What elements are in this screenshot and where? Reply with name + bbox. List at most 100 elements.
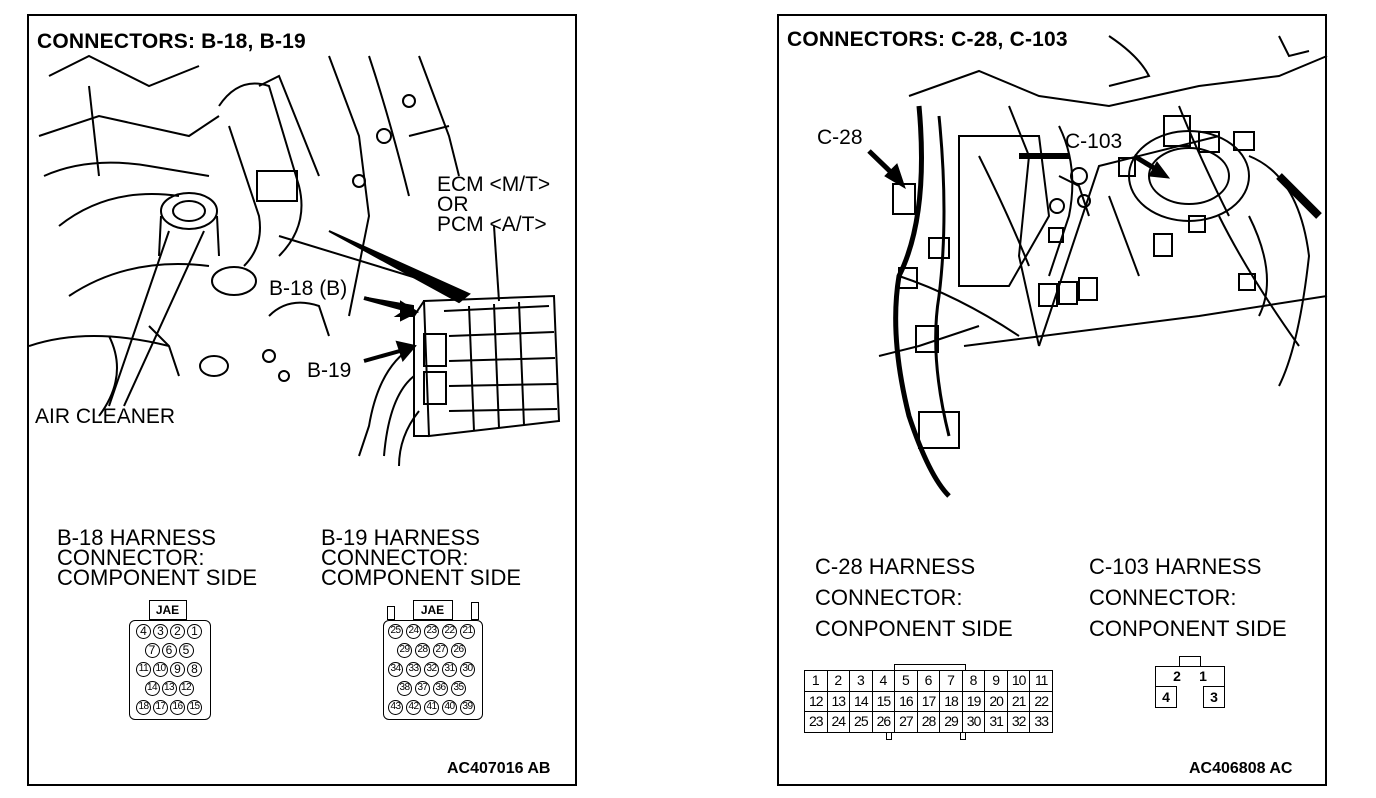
c103-key <box>1179 656 1201 666</box>
b19-pin: 37 <box>415 681 430 696</box>
c28-header: C-28 HARNESS CONNECTOR: CONPONENT SIDE <box>815 554 1013 641</box>
b19-body <box>383 620 483 720</box>
b18-header: B-18 HARNESS CONNECTOR: COMPONENT SIDE <box>57 525 258 590</box>
figure-code: AC406808 AC <box>1189 760 1293 777</box>
b18-pin: 3 <box>153 624 168 639</box>
b19-pin: 21 <box>460 624 475 639</box>
b19-pin: 41 <box>424 700 439 715</box>
b18-key: JAE <box>149 600 187 620</box>
c28-pin: 25 <box>849 711 873 733</box>
label-c28: C-28 <box>817 126 863 149</box>
figure-code: AC407016 AB <box>447 760 551 777</box>
c28-pin: 26 <box>871 711 896 733</box>
c28-pin: 1 <box>804 670 828 692</box>
b18-pin: 12 <box>178 681 194 696</box>
c28-pin: 33 <box>1029 711 1053 733</box>
c28-pin: 27 <box>894 711 918 733</box>
b19-pin: 43 <box>388 700 403 715</box>
c28-pin: 18 <box>939 690 963 713</box>
c28-key-bottom-right <box>960 732 966 740</box>
b19-pin: 38 <box>397 681 412 696</box>
b19-pin: 30 <box>460 662 475 677</box>
c103-header: C-103 HARNESS CONNECTOR: CONPONENT SIDE <box>1089 554 1287 641</box>
b19-latch-right <box>471 602 479 620</box>
label-c103: C-103 <box>1065 130 1123 153</box>
panel-title: CONNECTORS: B-18, B-19 <box>37 30 306 53</box>
b19-pin: 25 <box>388 624 403 639</box>
b18-pin: 16 <box>170 700 185 715</box>
b18-pin: 17 <box>153 700 168 715</box>
b19-pin: 29 <box>397 643 412 658</box>
b18-pin: 10 <box>153 662 168 677</box>
c28-key-bottom-left <box>886 732 892 740</box>
c28-pin: 30 <box>961 711 986 733</box>
engine-bay-illustration <box>29 54 561 467</box>
b18-pin: 1 <box>187 624 202 639</box>
b19-pin: 22 <box>442 624 457 639</box>
b18-pin: 14 <box>144 681 160 696</box>
b19-pin: 27 <box>433 643 448 658</box>
label-b18: B-18 (B) <box>269 277 348 300</box>
c28-pin: 7 <box>939 670 963 692</box>
c103-pin-2: 2 <box>1167 668 1187 686</box>
label-pcm: PCM <A/T> <box>437 213 547 236</box>
c28-pin: 13 <box>826 690 851 713</box>
b19-pin: 31 <box>442 662 457 677</box>
b19-pin: 36 <box>433 681 448 696</box>
c28-pin: 15 <box>871 690 896 713</box>
c28-pin: 9 <box>984 670 1008 692</box>
c28-key-top <box>894 664 966 670</box>
c28-pin: 19 <box>961 690 986 713</box>
b19-header: B-19 HARNESS CONNECTOR: COMPONENT SIDE <box>321 525 522 590</box>
b19-jae-label: JAE <box>420 603 445 617</box>
c28-pin: 31 <box>984 711 1008 733</box>
c28-pin: 24 <box>826 711 851 733</box>
b18-pin: 11 <box>136 662 151 677</box>
b19-pin: 23 <box>424 624 439 639</box>
b19-pin: 24 <box>406 624 421 639</box>
b18-pin: 6 <box>161 643 177 658</box>
c28-pin: 16 <box>894 690 918 713</box>
c28-pin: 3 <box>849 670 873 692</box>
panel-title: CONNECTORS: C-28, C-103 <box>787 28 1068 51</box>
b18-pin: 4 <box>136 624 151 639</box>
c28-pin: 28 <box>916 711 941 733</box>
c28-pin: 21 <box>1006 690 1031 713</box>
b19-pin: 34 <box>388 662 403 677</box>
c28-pin: 8 <box>961 670 986 692</box>
dashboard-illustration <box>867 35 1328 498</box>
c28-pin: 11 <box>1029 670 1053 692</box>
c103-pin-3: 3 <box>1203 686 1225 708</box>
c28-pin: 10 <box>1006 670 1031 692</box>
c103-connector: 2 1 4 3 <box>1155 656 1225 716</box>
b19-pin: 39 <box>460 700 475 715</box>
c28-pin: 6 <box>916 670 941 692</box>
label-air-cleaner: AIR CLEANER <box>35 405 176 428</box>
c28-pin: 32 <box>1006 711 1031 733</box>
c28-pin: 29 <box>939 711 963 733</box>
label-ecm: ECM <M/T> <box>437 173 551 196</box>
b18-pin: 13 <box>161 681 177 696</box>
label-b19: B-19 <box>307 359 352 382</box>
b18-pin: 15 <box>187 700 202 715</box>
b19-latch-left <box>387 606 395 620</box>
b18-pin: 9 <box>170 662 185 677</box>
b18-pin: 5 <box>178 643 194 658</box>
b19-pin: 26 <box>451 643 466 658</box>
c103-pin-4: 4 <box>1155 686 1177 708</box>
c28-pin: 4 <box>871 670 896 692</box>
c28-pin: 5 <box>894 670 918 692</box>
c28-pin: 14 <box>849 690 873 713</box>
c103-pin-1: 1 <box>1193 668 1213 686</box>
c28-pin: 22 <box>1029 690 1053 713</box>
b19-pin: 28 <box>415 643 430 658</box>
b18-pin: 7 <box>144 643 160 658</box>
c28-pin: 20 <box>984 690 1008 713</box>
b19-pin: 33 <box>406 662 421 677</box>
c28-pin: 23 <box>804 711 828 733</box>
b19-pin: 42 <box>406 700 421 715</box>
b19-pin: 32 <box>424 662 439 677</box>
label-or: OR <box>437 193 469 216</box>
